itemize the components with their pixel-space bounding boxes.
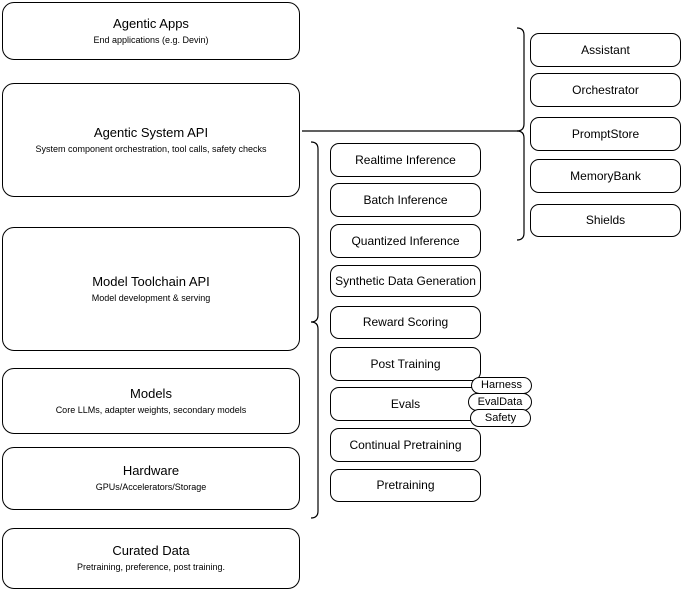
eval-badge-label: Safety: [484, 411, 517, 424]
capability-label: Synthetic Data Generation: [335, 273, 476, 288]
system-component-orchestrator[interactable]: Orchestrator: [530, 73, 681, 107]
capability-quantized-inference[interactable]: Quantized Inference: [330, 224, 481, 258]
eval-badge-label: Harness: [481, 379, 522, 391]
capability-label: Batch Inference: [363, 192, 448, 207]
layer-hardware[interactable]: Hardware GPUs/Accelerators/Storage: [2, 447, 300, 510]
capability-label: Continual Pretraining: [349, 437, 462, 452]
layer-subtitle: Core LLMs, adapter weights, secondary mo…: [55, 404, 247, 415]
system-component-shields[interactable]: Shields: [530, 204, 681, 237]
layer-title: Hardware: [122, 463, 180, 478]
layer-model-toolchain-api[interactable]: Model Toolchain API Model development & …: [2, 227, 300, 351]
system-component-assistant[interactable]: Assistant: [530, 33, 681, 67]
layer-subtitle: End applications (e.g. Devin): [93, 34, 209, 45]
system-component-label: Shields: [585, 213, 626, 227]
system-component-label: Orchestrator: [572, 82, 639, 97]
layer-subtitle: GPUs/Accelerators/Storage: [95, 482, 207, 492]
system-component-label: PromptStore: [571, 126, 640, 141]
capability-label: Post Training: [370, 356, 441, 371]
layer-curated-data[interactable]: Curated Data Pretraining, preference, po…: [2, 528, 300, 589]
capability-label: Evals: [390, 396, 421, 411]
capability-continual-pretraining[interactable]: Continual Pretraining: [330, 428, 481, 462]
capability-label: Quantized Inference: [351, 233, 460, 248]
layer-title: Model Toolchain API: [92, 273, 210, 289]
capability-reward-scoring[interactable]: Reward Scoring: [330, 306, 481, 339]
capability-label: Realtime Inference: [355, 152, 456, 167]
layer-subtitle: System component orchestration, tool cal…: [35, 143, 267, 154]
layer-title: Curated Data: [112, 543, 190, 558]
system-component-promptstore[interactable]: PromptStore: [530, 117, 681, 151]
layer-title: Models: [130, 385, 172, 401]
layer-title: Agentic System API: [93, 124, 209, 140]
eval-badge-safety[interactable]: Safety: [470, 409, 531, 427]
capability-synthetic-data-generation[interactable]: Synthetic Data Generation: [330, 265, 481, 297]
capability-evals[interactable]: Evals: [330, 387, 481, 421]
system-component-label: Assistant: [581, 42, 630, 57]
capability-realtime-inference[interactable]: Realtime Inference: [330, 143, 481, 177]
layer-subtitle: Model development & serving: [91, 292, 211, 303]
capability-batch-inference[interactable]: Batch Inference: [330, 183, 481, 217]
layer-agentic-apps[interactable]: Agentic Apps End applications (e.g. Devi…: [2, 2, 300, 60]
layer-title: Agentic Apps: [113, 15, 189, 31]
eval-badge-label: EvalData: [477, 395, 523, 408]
system-component-label: MemoryBank: [570, 168, 641, 183]
capability-label: Reward Scoring: [362, 315, 449, 329]
capability-post-training[interactable]: Post Training: [330, 347, 481, 381]
eval-badge-harness[interactable]: Harness: [471, 377, 532, 394]
system-component-memorybank[interactable]: MemoryBank: [530, 159, 681, 193]
layer-models[interactable]: Models Core LLMs, adapter weights, secon…: [2, 368, 300, 434]
capability-label: Pretraining: [376, 478, 435, 492]
capability-pretraining[interactable]: Pretraining: [330, 469, 481, 502]
layer-subtitle: Pretraining, preference, post training.: [76, 562, 226, 572]
layer-agentic-system-api[interactable]: Agentic System API System component orch…: [2, 83, 300, 197]
